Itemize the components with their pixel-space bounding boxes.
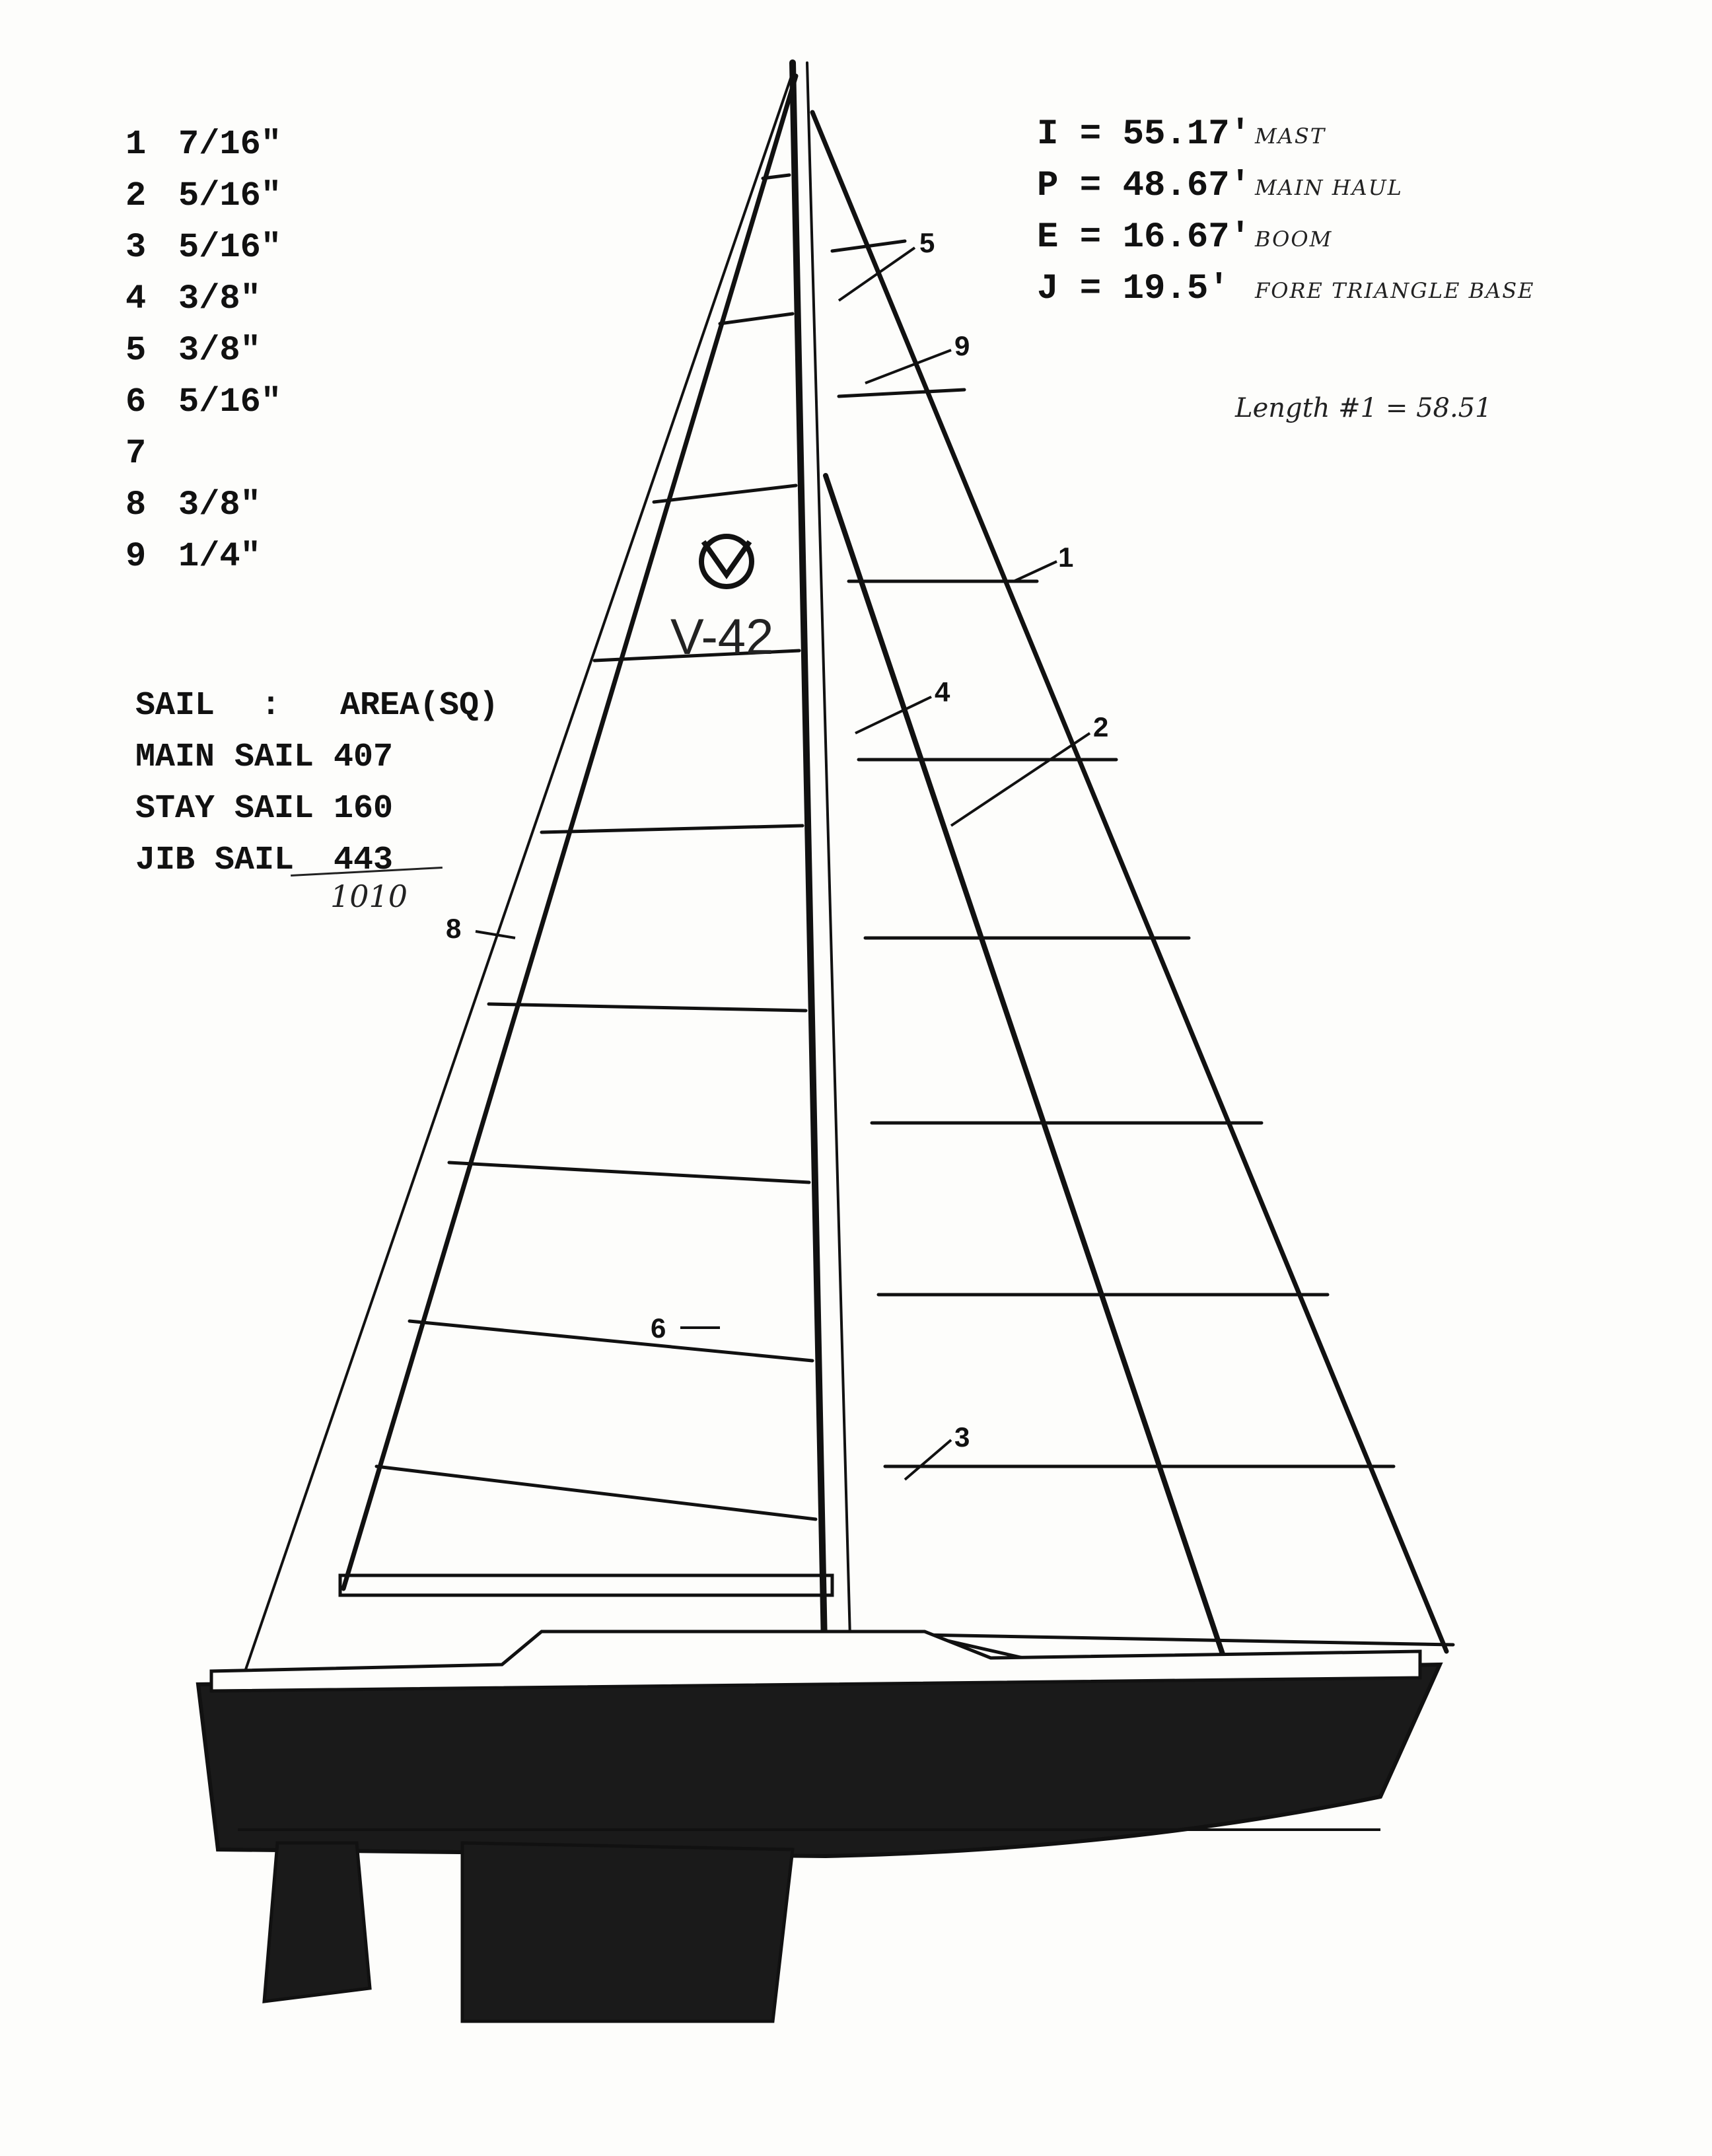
sail-area-row: MAIN SAIL 407 <box>135 732 532 783</box>
callout-1: 1 <box>1013 542 1073 583</box>
dimension-row: P = 48.67'MAIN HAUL <box>1037 161 1671 212</box>
dimension-row: E = 16.67'BOOM <box>1037 212 1671 264</box>
rigging-size: 3/8" <box>178 279 261 318</box>
inner-forestay <box>823 473 1244 1713</box>
rigging-number: 2 <box>125 176 147 215</box>
dimension-value: E = 16.67' <box>1037 217 1252 258</box>
rigging-number: 1 <box>125 125 147 164</box>
rigging-row: 8 3/8" <box>125 480 403 531</box>
svg-text:1: 1 <box>1058 542 1073 573</box>
sail-area-value: 443 <box>334 842 394 879</box>
callout-8: 8 <box>446 913 516 944</box>
rigging-number: 8 <box>125 485 147 524</box>
rigging-size: 1/4" <box>178 537 261 576</box>
dimension-note: MAST <box>1255 124 1326 149</box>
keel <box>460 1841 795 2023</box>
svg-text:3: 3 <box>954 1421 970 1453</box>
callout-4: 4 <box>855 676 950 735</box>
svg-text:6: 6 <box>651 1312 666 1344</box>
sail-area-header: SAIL: AREA(SQ) <box>135 680 532 732</box>
sail-area-value: 160 <box>334 790 394 828</box>
rigging-row: 7 <box>125 428 403 480</box>
rigging-size: 5/16" <box>178 176 282 215</box>
sail-logo <box>699 534 754 589</box>
rigging-size: 5/16" <box>178 228 282 267</box>
rigging-row: 5 3/8" <box>125 325 403 377</box>
rigging-size: 3/8" <box>178 485 261 524</box>
sail-insignia: V-42 <box>670 609 773 665</box>
header-separator: : <box>261 687 281 725</box>
svg-text:2: 2 <box>1093 711 1108 742</box>
mast <box>789 59 829 1714</box>
rigging-row: 6 5/16" <box>125 377 403 428</box>
rigging-row: 9 1/4" <box>125 531 403 583</box>
dimension-value: J = 19.5' <box>1037 269 1230 309</box>
dimension-note: BOOM <box>1255 227 1333 252</box>
rigging-number: 3 <box>125 228 147 267</box>
boom <box>338 1573 834 1597</box>
length-note: Length #1 = 58.51 <box>1235 393 1492 423</box>
sail-area-value: 407 <box>334 738 394 776</box>
rigging-size: 5/16" <box>178 382 282 421</box>
rigging-number: 9 <box>125 537 147 576</box>
callout-5: 5 <box>838 227 935 302</box>
svg-text:4: 4 <box>935 676 950 707</box>
rigging-number: 6 <box>125 382 147 421</box>
header-sail: SAIL <box>135 687 215 725</box>
header-area: AREA(SQ) <box>340 687 499 725</box>
forestay <box>810 110 1449 1654</box>
callout-2: 2 <box>950 711 1108 827</box>
sail-dimensions: I = 55.17'MAST P = 48.67'MAIN HAUL E = 1… <box>1037 109 1671 315</box>
svg-text:8: 8 <box>446 913 461 944</box>
svg-text:5: 5 <box>919 227 935 258</box>
rigging-size: 3/8" <box>178 331 261 370</box>
callout-3: 3 <box>904 1421 970 1481</box>
cabin <box>209 1630 1422 1693</box>
sail-name: MAIN SAIL <box>135 738 314 776</box>
dimension-note: MAIN HAUL <box>1255 175 1403 200</box>
dimension-row: I = 55.17'MAST <box>1037 109 1671 161</box>
svg-text:9: 9 <box>954 330 970 361</box>
rigging-number: 7 <box>125 434 147 473</box>
sail-area-total: 1010 <box>330 879 408 914</box>
dimension-value: I = 55.17' <box>1037 114 1252 155</box>
dimension-value: P = 48.67' <box>1037 166 1252 206</box>
rigging-number: 5 <box>125 331 147 370</box>
sail-name: JIB SAIL <box>135 842 295 879</box>
sail-area-row: STAY SAIL 160 <box>135 783 532 835</box>
rigging-row: 4 3/8" <box>125 273 403 325</box>
sail-name: STAY SAIL <box>135 790 314 828</box>
rudder <box>262 1841 372 2003</box>
rigging-size: 7/16" <box>178 125 282 164</box>
rigging-number: 4 <box>125 279 147 318</box>
rigging-row: 3 5/16" <box>125 222 403 273</box>
rigging-row: 1 7/16" <box>125 119 403 170</box>
rigging-row: 2 5/16" <box>125 170 403 222</box>
hull <box>196 1662 1443 1859</box>
dimension-row: J = 19.5' FORE TRIANGLE BASE <box>1037 264 1671 315</box>
callout-9: 9 <box>865 330 970 384</box>
sail-area-row: JIB SAIL 443 <box>135 835 532 886</box>
dimension-note: FORE TRIANGLE BASE <box>1255 278 1535 303</box>
backstay <box>217 71 794 1752</box>
callout-6: 6 <box>651 1312 720 1344</box>
